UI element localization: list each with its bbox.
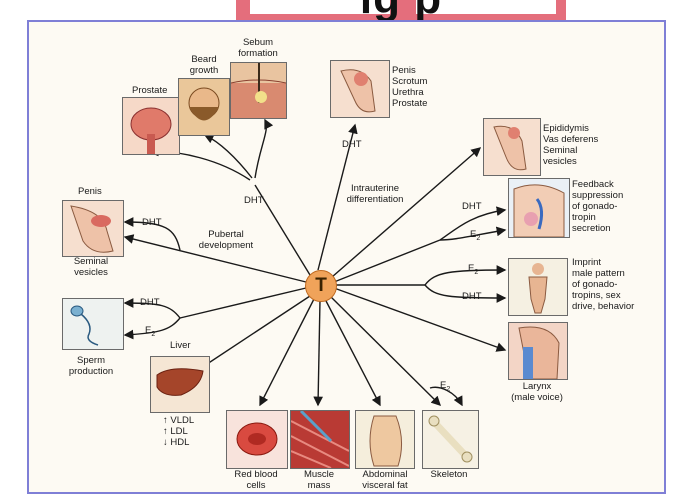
imprint-image (508, 258, 568, 316)
pelvis-section-icon (63, 201, 123, 256)
beard-image (178, 78, 230, 136)
epididymis-label: Epididymis Vas deferens Seminal vesicles (543, 124, 598, 168)
muscle-image (290, 410, 350, 469)
red-blood-image (226, 410, 288, 469)
male-body-icon (509, 259, 567, 315)
throat-icon (509, 323, 567, 379)
abdominal-image (355, 410, 415, 469)
skin-section-icon (231, 63, 286, 118)
top-dht-label: DHT (342, 140, 362, 151)
prostate-label: Prostate (132, 86, 167, 97)
upper-left-dht-label: DHT (244, 196, 264, 207)
prostate-icon (123, 98, 179, 154)
arrow-to-prostate (150, 152, 250, 180)
subscript-2: 2 (474, 269, 478, 276)
muscle-label: Muscle mass (288, 470, 350, 492)
testosterone-node: T (305, 270, 337, 302)
sperm-icon (63, 299, 123, 349)
arrow-to-sebum (255, 120, 266, 178)
skeleton-e2-label: E2 (440, 381, 450, 394)
subscript-2: 2 (476, 235, 480, 242)
seminal-label: Seminal vesicles (60, 257, 122, 279)
sperm-label: Sperm production (58, 356, 124, 378)
arrow-imprint-e2 (425, 270, 505, 285)
arrow-to-epididymis (332, 148, 480, 277)
lipids-label: ↑ VLDL ↑ LDL ↓ HDL (163, 416, 194, 449)
arrow-to-beard (205, 135, 252, 178)
line-sperm (180, 288, 306, 318)
male-genitalia-icon (331, 61, 389, 117)
imprint-label: Imprint male pattern of gonado- tropins,… (572, 258, 634, 313)
imprint-e2-label: E2 (468, 264, 478, 277)
liver-icon (151, 357, 209, 412)
arrow-to-skeleton (330, 296, 440, 405)
sebum-image (230, 62, 287, 119)
arrow-to-red-blood (260, 299, 314, 405)
larynx-label: Larynx (male voice) (502, 382, 572, 404)
imprint-dht-label: DHT (462, 292, 482, 303)
sperm-e2-label: E2 (145, 326, 155, 339)
muscle-fiber-icon (291, 411, 349, 468)
reproductive-tract-icon (484, 119, 540, 175)
pubertal-label: Pubertal development (188, 230, 264, 252)
bearded-face-icon (179, 79, 229, 135)
arrow-to-muscle (318, 300, 320, 405)
torso-icon (356, 411, 414, 468)
penis-label: Penis (78, 187, 102, 198)
abdominal-label: Abdominal visceral fat (350, 470, 420, 492)
feedback-image (508, 178, 570, 238)
feedback-label: Feedback suppression of gonado- tropin s… (572, 180, 623, 235)
beard-label: Beard growth (180, 55, 228, 77)
red-blood-cell-icon (227, 411, 287, 468)
penis-seminal-image (62, 200, 124, 257)
epididymis-image (483, 118, 541, 176)
arrow-to-liver (195, 296, 310, 372)
skeleton-image (422, 410, 479, 469)
larynx-image (508, 322, 568, 380)
skeleton-label: Skeleton (420, 470, 478, 481)
prostate-image (122, 97, 180, 155)
red-blood-label: Red blood cells (222, 470, 290, 492)
arrow-to-abdominal (325, 299, 380, 405)
liver-image (150, 356, 210, 413)
pituitary-icon (509, 179, 569, 237)
subscript-2: 2 (446, 386, 450, 393)
bone-icon (423, 411, 478, 468)
sebum-label: Sebum formation (232, 38, 284, 60)
liver-label: Liver (170, 341, 191, 352)
top-organs-label: Penis Scrotum Urethra Prostate (392, 66, 427, 110)
sperm-dht-label: DHT (140, 298, 160, 309)
sperm-image (62, 298, 124, 350)
intrauterine-label: Intrauterine differentiation (340, 184, 410, 206)
feedback-e2-label: E2 (470, 230, 480, 243)
left-dht-label: DHT (142, 218, 162, 229)
subscript-2: 2 (151, 331, 155, 338)
feedback-dht-label: DHT (462, 202, 482, 213)
top-organs-image (330, 60, 390, 118)
